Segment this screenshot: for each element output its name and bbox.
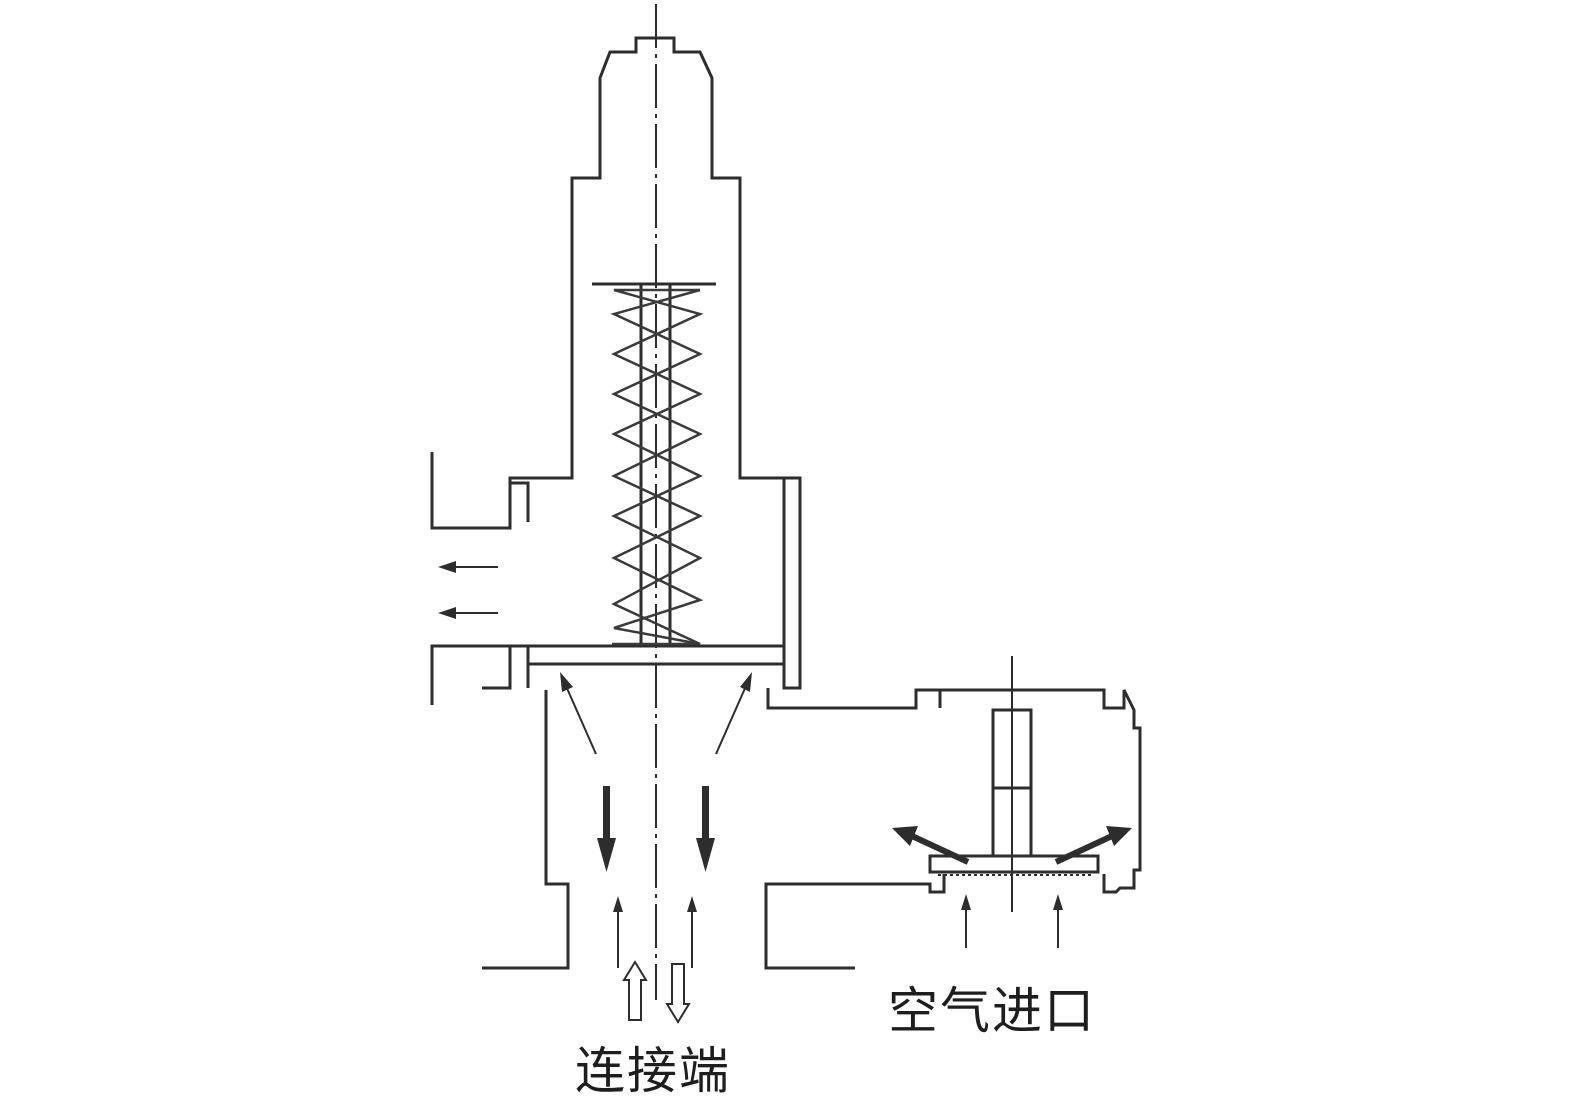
air-chamber [914,656,1142,912]
air-arrow-right [1053,894,1063,948]
air-arrow-left [961,894,971,948]
body-right-wall-outer [782,476,802,690]
up-arrow-right-thin [687,896,697,968]
up-arrow-left-thin [613,896,623,968]
outlet-arrow-lower [438,607,498,619]
spring-assembly [592,282,716,646]
air-chamber-left-bottom [916,874,946,894]
bonnet-right-outline [655,36,784,480]
air-diag-arrow-left [892,826,970,865]
down-arrow-left-bold [597,786,616,872]
outlet-lower-ledge [482,646,512,690]
duct-upper-wall [766,688,918,710]
diagonal-arrow-right [715,672,752,755]
flow-arrows [438,561,1132,1024]
outlet-lower-flange [430,644,530,705]
bonnet-left-outline [430,36,655,530]
air-inlet-label: 空气进口 [888,982,1096,1040]
connection-end-label: 连接端 [575,1042,731,1100]
outlet-upper-ledge [510,481,530,522]
air-diag-arrow-right [1054,826,1132,865]
air-chamber-outline [914,688,1142,894]
down-arrow-right-bold [696,786,715,872]
inlet-right-wall [764,882,916,970]
valve-body [430,36,918,970]
diagonal-arrow-left [560,672,597,755]
hollow-arrow-up [622,960,648,1021]
air-valve-plate [928,854,1100,874]
outlet-arrow-upper [438,561,498,573]
inlet-left-wall [482,690,570,970]
hollow-arrow-down [665,963,691,1024]
spring-coil-back [610,288,704,646]
